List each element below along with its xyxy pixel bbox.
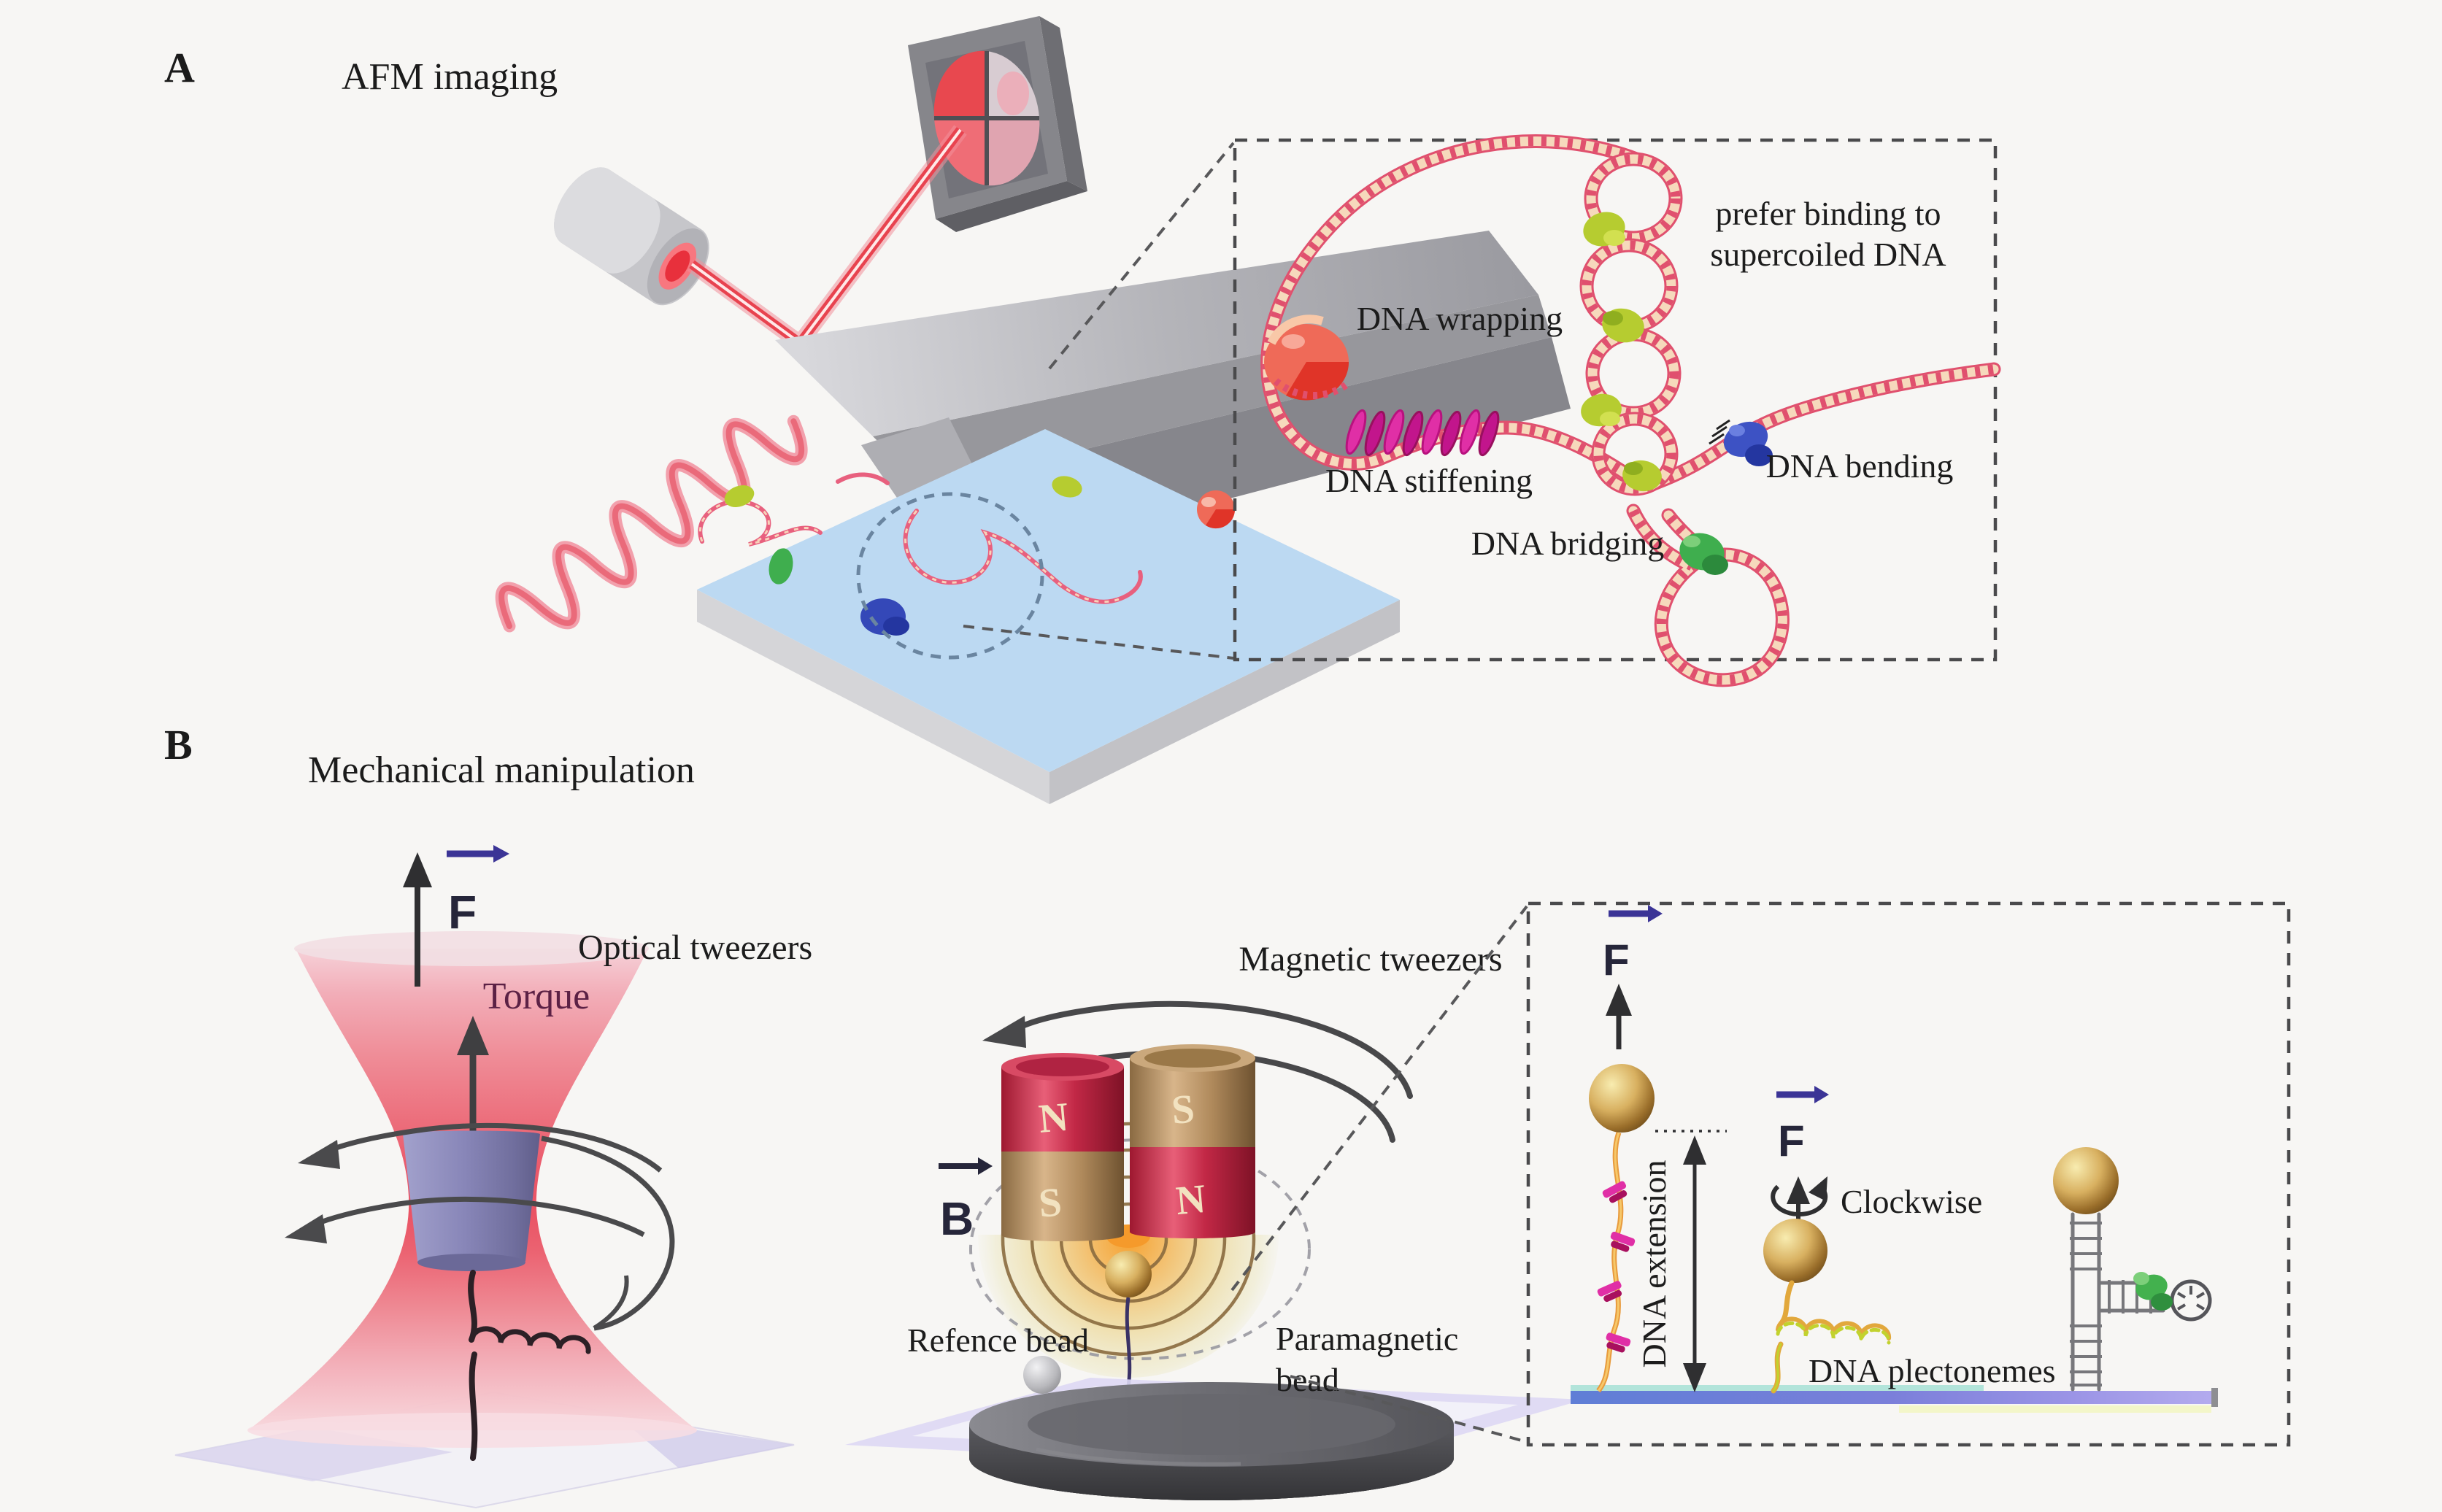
label-supercoiled-line2: supercoiled DNA — [1710, 236, 1946, 273]
label-dna-extension: DNA extension — [1636, 1160, 1673, 1368]
stage-protein-blue — [860, 598, 909, 636]
pole-left-bottom: S — [1037, 1179, 1063, 1226]
optical-dna-plectoneme-icon — [468, 1270, 591, 1461]
pole-right-bottom: N — [1174, 1176, 1208, 1224]
magnet-left: N S — [1001, 1053, 1124, 1241]
optical-force-vector: F — [403, 845, 509, 987]
reference-bead-icon — [1023, 1356, 1061, 1394]
extension-measure-arrow — [1683, 1135, 1706, 1392]
hairpin-protein-green — [2133, 1272, 2173, 1311]
bending-protein-blue — [1709, 419, 1773, 466]
panel-b-title: Mechanical manipulation — [308, 749, 695, 791]
supercoil-binding-proteins — [1581, 212, 1662, 492]
label-dna-wrapping: DNA wrapping — [1357, 300, 1563, 337]
bridging-protein-green — [1679, 533, 1728, 575]
bead-extension — [1589, 1064, 1655, 1133]
cylinder-bottom — [417, 1254, 525, 1271]
label-dna-stiffening: DNA stiffening — [1325, 462, 1533, 499]
clock-circle-icon — [2170, 1279, 2212, 1322]
wrapping-protein-red — [1264, 315, 1350, 401]
tether-bound-proteins — [1597, 1181, 1636, 1353]
callout-line-a-top — [1048, 142, 1235, 370]
panel-a-title: AFM imaging — [342, 56, 558, 98]
optical-tweezers-illustration: Torque F Optical tweezer — [174, 845, 812, 1509]
label-inset-force-2: F — [1778, 1116, 1805, 1165]
field-dashed-ellipse — [969, 1138, 1311, 1360]
cantilever-oscillation-wave-icon — [495, 414, 808, 633]
label-optical-tweezers: Optical tweezers — [578, 928, 812, 967]
label-clockwise: Clockwise — [1841, 1183, 1982, 1220]
label-paramagnetic-line1: Paramagnetic — [1276, 1320, 1458, 1357]
label-dna-bridging: DNA bridging — [1471, 525, 1665, 562]
bead-hairpin — [2053, 1147, 2119, 1214]
inset-force-vector-1: F — [1603, 905, 1663, 1049]
panel-b-label: B — [164, 721, 193, 768]
magnetic-field-vector: B — [939, 1157, 993, 1245]
label-magnetic-field: B — [940, 1192, 974, 1245]
label-reference-bead: Refence bead — [907, 1322, 1089, 1359]
label-inset-force-1: F — [1603, 936, 1630, 984]
trap-force-arrowhead — [457, 1016, 489, 1055]
laser-source-icon — [554, 167, 709, 306]
stiffening-protein-filament — [1345, 409, 1500, 457]
callout-line-b-top — [1230, 905, 1528, 1292]
plectoneme-dna-icon — [1771, 1280, 1892, 1394]
inset-a-border — [1233, 138, 1998, 662]
panel-a-label: A — [164, 44, 195, 91]
callout-line-b-bottom — [1290, 1375, 1528, 1443]
label-magnetic-tweezers: Magnetic tweezers — [1239, 940, 1502, 979]
hairpin-ladder-icon — [2070, 1212, 2165, 1392]
construct-plectonemes: F Clockwise DNA plectonemes — [1763, 1086, 2056, 1394]
clockwise-rotation-icon — [1771, 1176, 1828, 1242]
callout-line-a-bottom — [963, 625, 1234, 660]
afm-illustration — [495, 16, 1571, 804]
stage-protein-green — [769, 548, 793, 585]
paramagnetic-bead-icon — [1105, 1251, 1152, 1297]
pole-left-top: N — [1037, 1095, 1071, 1142]
label-optical-force: F — [448, 886, 477, 938]
objective-disc-icon — [969, 1382, 1454, 1500]
laser-beam-icon — [687, 125, 967, 351]
stage-protein-red — [1197, 490, 1236, 529]
label-supercoiled-line1: prefer binding to — [1715, 195, 1941, 232]
stage-protein-yellowgreen-right — [1052, 476, 1082, 498]
inset-b-border — [1526, 901, 2291, 1447]
label-dna-plectonemes: DNA plectonemes — [1809, 1352, 2056, 1389]
pole-right-top: S — [1170, 1087, 1196, 1133]
bead-plectoneme — [1763, 1219, 1827, 1283]
construct-hairpin — [2053, 1147, 2212, 1392]
inset-force-vector-2: F — [1776, 1086, 1829, 1165]
magnet-right: S N — [1130, 1044, 1255, 1238]
label-dna-bending: DNA bending — [1766, 447, 1954, 485]
magnetic-tweezers-illustration: Magnetic tweezers N S — [845, 905, 1584, 1500]
inset-b: F DNA extension — [1526, 901, 2291, 1447]
label-paramagnetic-line2: bead — [1276, 1361, 1339, 1398]
inset-a: prefer binding to supercoiled DNA DNA wr… — [1233, 138, 1998, 680]
stage-protein-yellowgreen-left — [724, 485, 755, 507]
zoom-circle — [856, 492, 1044, 660]
beam-top-ellipse — [294, 931, 649, 966]
sample-stage — [697, 429, 1400, 804]
photodetector-icon — [908, 16, 1087, 232]
rotation-arrows-optical — [285, 1122, 675, 1331]
stage-dna-small — [836, 472, 890, 485]
construct-dna-extension: F DNA extension — [1589, 905, 1727, 1393]
label-torque: Torque — [483, 976, 590, 1017]
